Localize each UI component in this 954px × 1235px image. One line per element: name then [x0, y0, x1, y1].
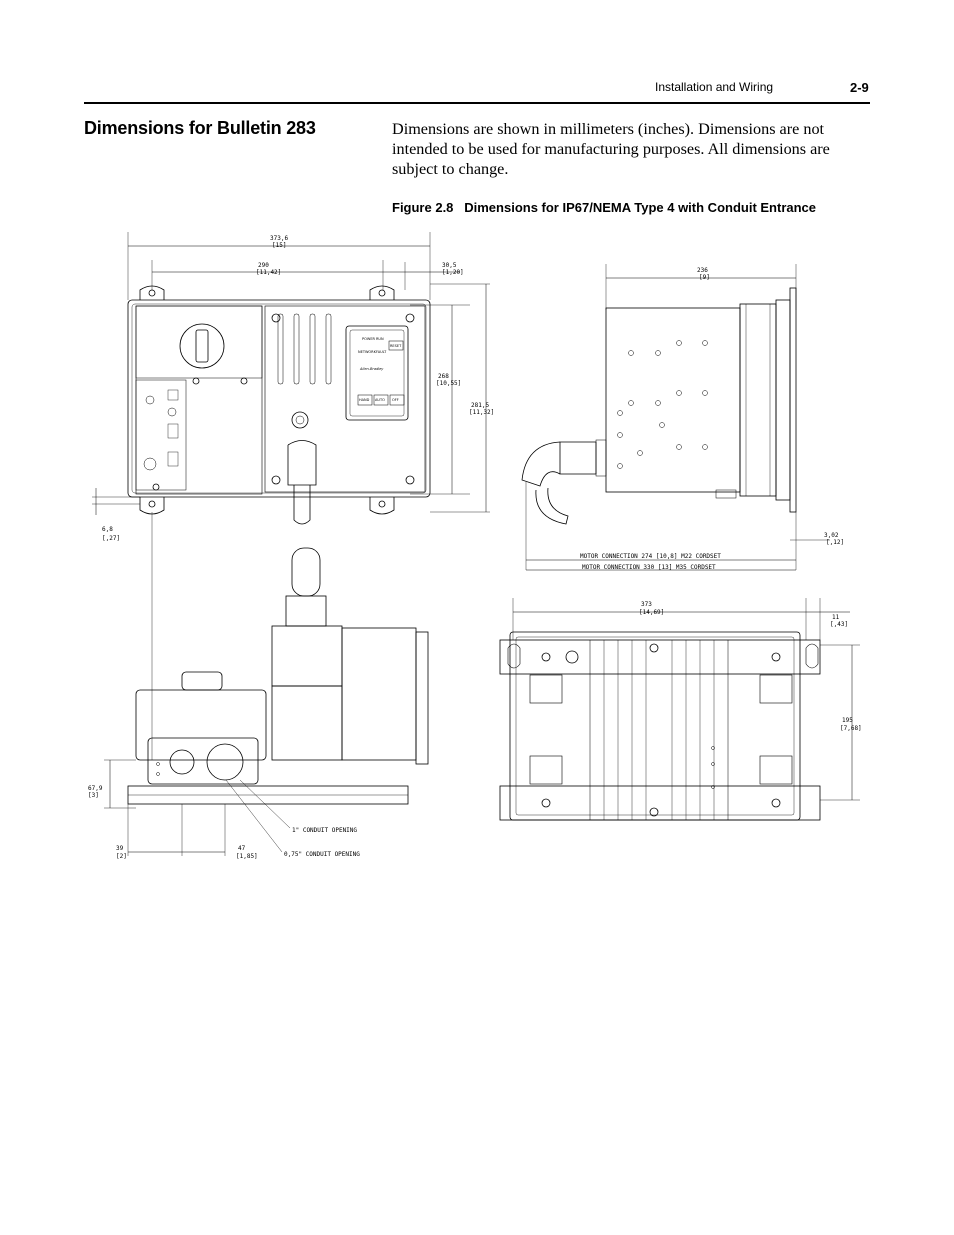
dim-rear-width-in: [14,69] [639, 609, 664, 616]
label-run: RUN [376, 337, 384, 341]
section-title: Dimensions for Bulletin 283 [84, 118, 316, 138]
dim-mount-spacing: 290 [258, 262, 269, 269]
dim-bottom-offset: 6,8 [102, 526, 113, 533]
dim-right-offset: 30,5 [442, 262, 457, 269]
dim-rear-offset-in: [,43] [830, 621, 848, 628]
rear-view: 373 [14,69] 11 [,43] [499, 598, 862, 821]
label-fault: FAULT [376, 350, 387, 354]
dim-bottom-height: 67,9 [88, 785, 103, 792]
dim-overall-height: 281,5 [471, 402, 489, 409]
dim-front-width-in: [15] [272, 242, 286, 249]
dim-right-offset-in: [1,20] [442, 269, 464, 276]
dim-slot-spacing-in: [7,68] [840, 725, 862, 732]
side-view: 236 [9] 3,02 [,12] MOTOR CONN [521, 264, 844, 571]
dim-front-width: 373,6 [270, 235, 288, 242]
dim-side-depth: 236 [697, 267, 708, 274]
label-network: NETWORK [358, 350, 377, 354]
dim-bottom-offset-in: [,27] [102, 535, 120, 542]
dim-mount-spacing-in: [11,42] [256, 269, 281, 276]
dim-rear-offset: 11 [832, 614, 840, 621]
dim-rear-width: 373 [641, 601, 652, 608]
label-off: OFF [392, 398, 399, 402]
label-conduit-1in: 1" CONDUIT OPENING [292, 827, 357, 834]
label-conduit-075in: 0,75" CONDUIT OPENING [284, 851, 360, 858]
label-hand: HAND [359, 398, 370, 402]
dim-flange: 3,02 [824, 532, 839, 539]
label-power: POWER [362, 337, 376, 341]
bottom-view: 67,9 [3] 1" CONDUIT OPENING 0,75" CONDUI… [88, 547, 429, 860]
dim-slot-spacing: 195 [842, 717, 853, 724]
header-rule [84, 102, 870, 104]
body-paragraph: Dimensions are shown in millimeters (inc… [392, 120, 830, 178]
dim-cordset-m22: MOTOR CONNECTION 274 [10,8] M22 CORDSET [580, 553, 721, 560]
dim-offset-a: 39 [116, 845, 124, 852]
label-auto: AUTO [375, 398, 385, 402]
dim-offset-b-in: [1,85] [236, 853, 258, 860]
dim-mount-height-in: [10,55] [436, 380, 461, 387]
label-reset: RESET [390, 344, 402, 348]
page-number: 2-9 [850, 80, 869, 95]
dim-side-depth-in: [9] [699, 274, 710, 281]
figure-caption: Figure 2.8 Dimensions for IP67/NEMA Type… [392, 200, 817, 215]
label-brand: Allen-Bradley [359, 367, 384, 371]
running-header-section: Installation and Wiring [655, 80, 774, 94]
dim-flange-in: [,12] [826, 539, 844, 546]
dim-overall-height-in: [11,32] [469, 409, 494, 416]
dim-offset-b: 47 [238, 845, 246, 852]
dim-cordset-m35: MOTOR CONNECTION 330 [13] M35 CORDSET [582, 564, 716, 571]
dim-offset-a-in: [2] [116, 853, 127, 860]
dim-mount-height: 268 [438, 373, 449, 380]
front-view: 373,6 [15] 290 [11,42] 30,5 [1,20] [92, 232, 494, 760]
dim-bottom-height-in: [3] [88, 792, 99, 799]
